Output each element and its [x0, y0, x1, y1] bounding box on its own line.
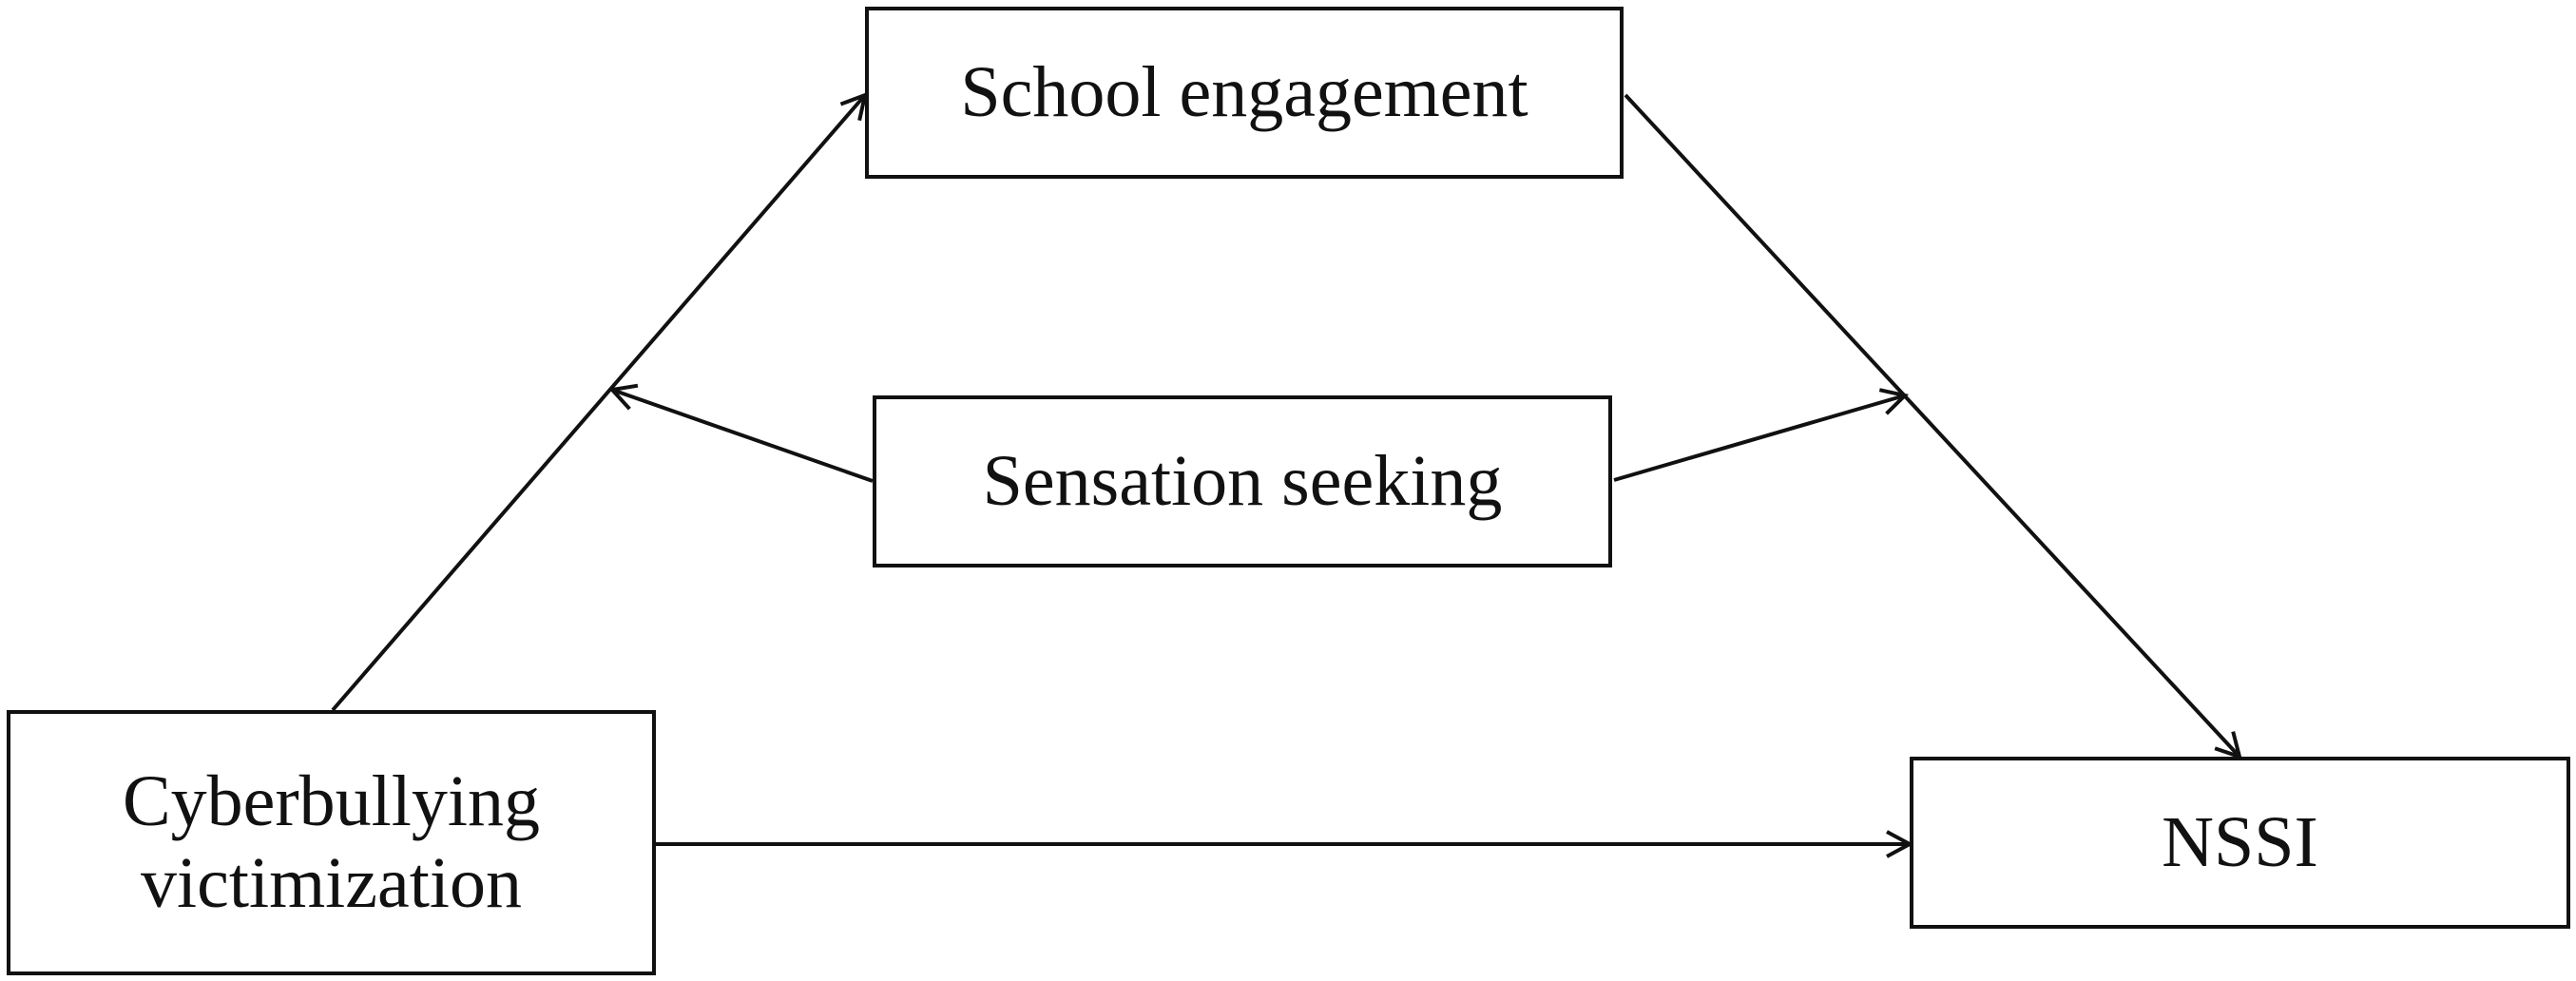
edge-cyber-to-school — [331, 95, 865, 712]
node-nssi-label: NSSI — [2162, 801, 2318, 882]
node-sensation-seeking: Sensation seeking — [873, 395, 1612, 567]
node-school-engagement-label: School engagement — [960, 51, 1528, 132]
node-cyberbullying-victimization: Cyberbullying victimization — [7, 710, 656, 975]
edge-school-to-nssi — [1624, 93, 2240, 757]
edge-sensation-moderates-a — [612, 390, 874, 483]
node-cyberbullying-label-line1: Cyberbullying — [122, 761, 541, 842]
edge-sensation-moderates-b — [1613, 395, 1905, 482]
node-school-engagement: School engagement — [865, 7, 1624, 179]
node-cyberbullying-label-line2: victimization — [140, 842, 522, 923]
node-nssi: NSSI — [1910, 757, 2570, 929]
node-sensation-seeking-label: Sensation seeking — [982, 440, 1503, 521]
